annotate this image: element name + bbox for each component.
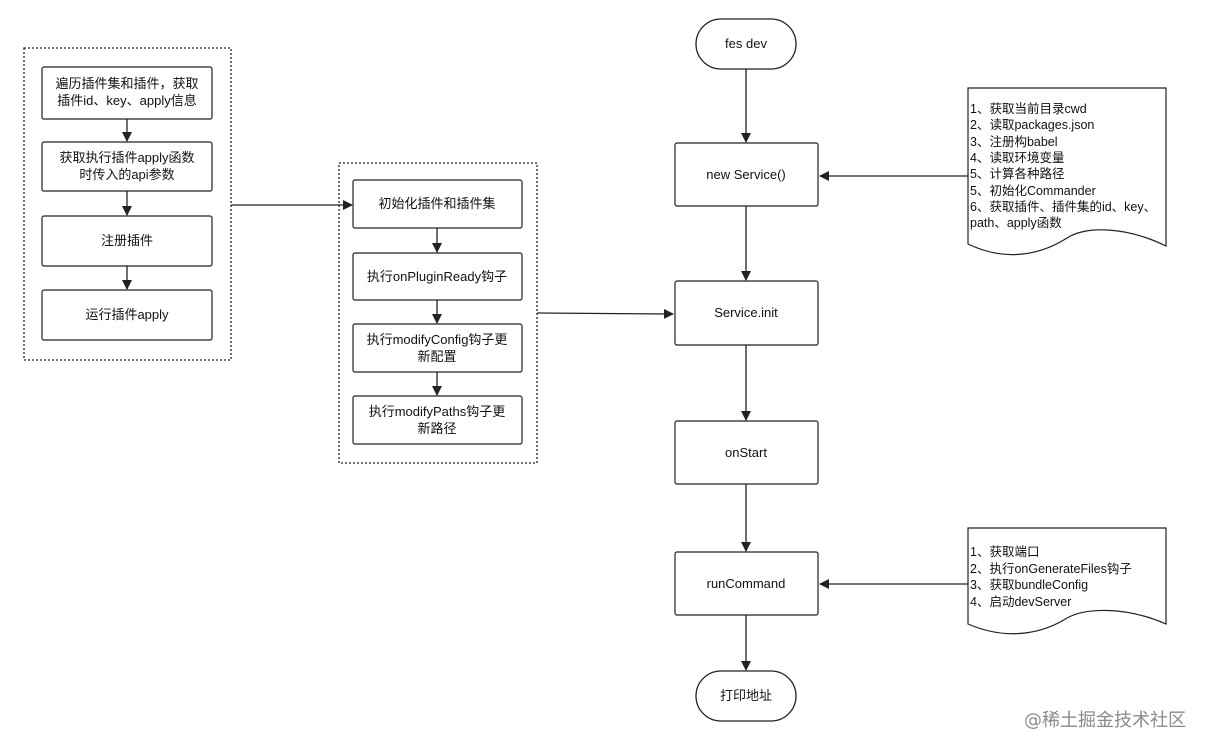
plugin-step-3-label: 注册插件 [101,233,153,248]
new-service-label: new Service() [706,167,785,182]
plugin-step-3: 注册插件 [41,215,213,267]
init-step-1-label: 初始化插件和插件集 [378,196,495,211]
on-start-label: onStart [725,445,767,460]
service-note-line-2: 2、读取packages.json [970,118,1094,132]
run-command-label: runCommand [707,576,786,591]
watermark-text: @稀土掘金技术社区 [1024,710,1186,731]
init-step-2: 执行onPluginReady钩子 [352,252,523,301]
init-step-2-label: 执行onPluginReady钩子 [367,269,507,284]
start-node-label: fes dev [725,36,767,51]
plugin-step-2-line-2: 时传入的api参数 [79,167,174,182]
plugin-group-container [23,47,232,361]
service-note: 1、获取当前目录cwd 2、读取packages.json 3、注册构babel… [967,87,1167,256]
plugin-step-4-label: 运行插件apply [85,307,169,322]
run-note-line-2: 2、执行onGenerateFiles钩子 [970,562,1132,576]
init-step-3-line-2: 新配置 [417,349,456,364]
start-node: fes dev [695,18,797,70]
init-step-3-line-1: 执行modifyConfig钩子更 [367,332,508,347]
service-note-line-5: 5、计算各种路径 [970,166,1064,181]
arrow-init-group-to-service-init [536,308,674,319]
on-start-node: onStart [674,420,819,485]
run-note-line-4: 4、启动devServer [970,595,1071,609]
service-note-line-6: 5、初始化Commander [970,184,1096,198]
run-command-node: runCommand [674,551,819,616]
service-init-label: Service.init [714,305,778,320]
service-note-line-1: 1、获取当前目录cwd [970,101,1087,116]
service-note-line-8: path、apply函数 [970,215,1062,230]
init-step-4: 执行modifyPaths钩子更 新路径 [352,395,523,445]
init-step-1: 初始化插件和插件集 [352,179,523,229]
service-note-line-4: 4、读取环境变量 [970,150,1064,165]
service-note-line-3: 3、注册构babel [970,134,1058,149]
plugin-step-1-line-2: 插件id、key、apply信息 [57,93,196,108]
service-init-node: Service.init [674,280,819,346]
run-note-line-1: 1、获取端口 [970,545,1039,559]
new-service-node: new Service() [674,142,819,207]
plugin-step-1-line-1: 遍历插件集和插件，获取 [55,76,198,91]
plugin-step-2-line-1: 获取执行插件apply函数 [59,150,194,165]
end-node: 打印地址 [695,670,797,722]
plugin-step-1: 遍历插件集和插件，获取 插件id、key、apply信息 [41,66,213,120]
end-node-label: 打印地址 [720,688,772,703]
run-note: 1、获取端口 2、执行onGenerateFiles钩子 3、获取bundleC… [967,527,1167,635]
plugin-step-2: 获取执行插件apply函数 时传入的api参数 [41,141,213,192]
plugin-step-4: 运行插件apply [41,289,213,341]
init-step-3: 执行modifyConfig钩子更 新配置 [352,323,523,373]
service-note-line-7: 6、获取插件、插件集的id、key、 [970,199,1156,214]
init-step-4-line-1: 执行modifyPaths钩子更 [369,404,506,419]
run-note-line-3: 3、获取bundleConfig [970,578,1088,592]
init-step-4-line-2: 新路径 [417,421,456,436]
